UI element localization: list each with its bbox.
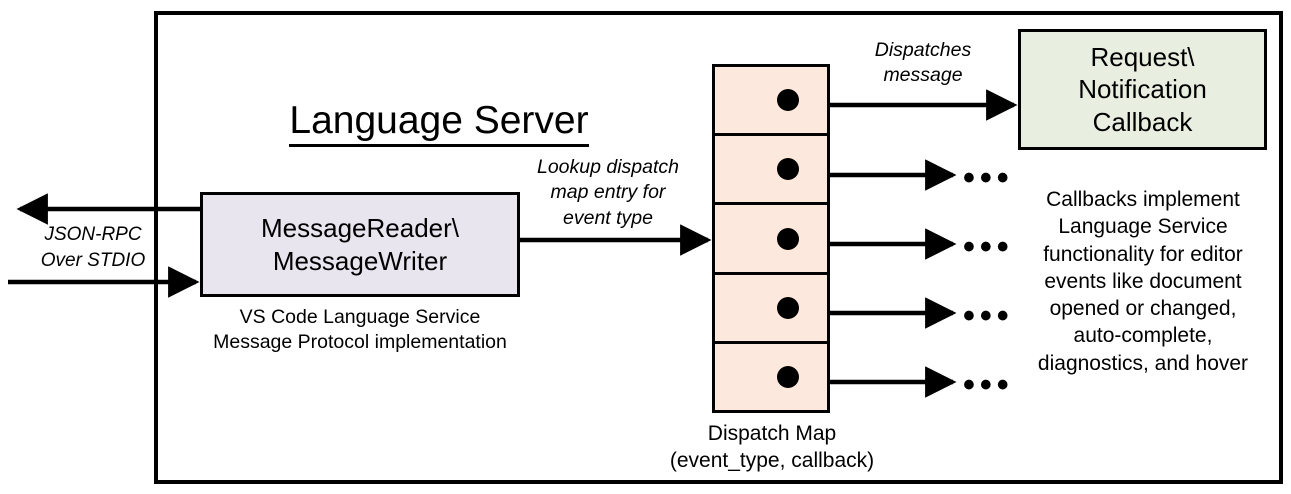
callback-dot-icon bbox=[777, 227, 799, 250]
message-reader-writer-box[interactable]: MessageReader\ MessageWriter bbox=[200, 192, 520, 297]
request-notification-callback-label: Request\ Notification Callback bbox=[1078, 41, 1207, 137]
callback-dot-icon bbox=[777, 365, 799, 388]
message-reader-writer-caption: VS Code Language Service Message Protoco… bbox=[213, 306, 507, 354]
page-title: Language Server bbox=[154, 52, 724, 148]
lookup-dispatch-label: Lookup dispatch map entry for event type bbox=[536, 156, 680, 229]
transport-label: JSON-RPC Over STDIO bbox=[40, 224, 146, 271]
request-notification-callback-box[interactable]: Request\ Notification Callback bbox=[1018, 29, 1267, 150]
page-title-text: Language Server bbox=[289, 99, 589, 148]
dispatch-map-caption: Dispatch Map (event_type, callback) bbox=[669, 422, 875, 472]
callback-description: Callbacks implement Language Service fun… bbox=[1037, 188, 1249, 375]
more-callbacks-ellipsis: ••• bbox=[963, 366, 1014, 404]
more-callbacks-ellipsis: ••• bbox=[963, 297, 1014, 335]
dispatch-map-row[interactable] bbox=[715, 136, 827, 206]
dispatch-map-row[interactable] bbox=[715, 275, 827, 344]
dispatch-map-table[interactable] bbox=[712, 64, 830, 413]
callback-dot-icon bbox=[777, 296, 799, 319]
callback-dot-icon bbox=[777, 89, 799, 112]
dispatch-map-row[interactable] bbox=[715, 67, 827, 137]
message-reader-writer-label: MessageReader\ MessageWriter bbox=[261, 212, 459, 276]
dispatch-map-row[interactable] bbox=[715, 205, 827, 275]
more-callbacks-ellipsis: ••• bbox=[963, 228, 1014, 266]
dispatch-map-row[interactable] bbox=[715, 344, 827, 410]
callback-dot-icon bbox=[777, 158, 799, 181]
language-server-boundary bbox=[154, 11, 1283, 484]
dispatches-message-label: Dispatches message bbox=[874, 39, 972, 87]
more-callbacks-ellipsis: ••• bbox=[963, 159, 1014, 197]
